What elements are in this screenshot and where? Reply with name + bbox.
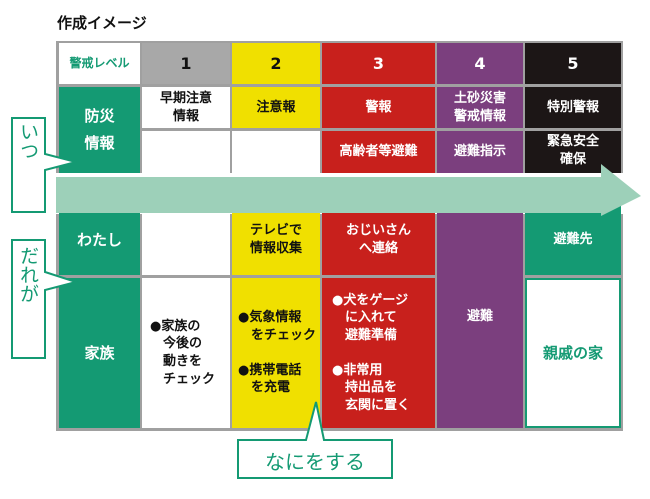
weather-check: ●気象情報 をチェック ●携帯電話 を充電 bbox=[232, 278, 320, 428]
kazoku-label: 家族 bbox=[59, 278, 140, 428]
warning: 警報 bbox=[322, 87, 435, 128]
nani-callout: なにをする bbox=[265, 449, 365, 474]
itsu-callout: いつ bbox=[17, 122, 39, 160]
dare-callout: だれが bbox=[17, 246, 39, 303]
level-5: 5 bbox=[525, 43, 621, 84]
empty-cell bbox=[142, 131, 230, 173]
nani-callout-shape bbox=[237, 401, 393, 479]
tv-info: テレビで 情報収集 bbox=[232, 205, 320, 275]
level-2: 2 bbox=[232, 43, 320, 84]
level-4: 4 bbox=[437, 43, 523, 84]
level-1: 1 bbox=[142, 43, 230, 84]
evacuation-order: 避難指示 bbox=[437, 131, 523, 173]
dare-callout-shape bbox=[11, 239, 80, 359]
timeline-arrow bbox=[56, 164, 641, 216]
contact-grandpa: おじいさん へ連絡 bbox=[322, 205, 435, 275]
elderly-evacuation: 高齢者等避難 bbox=[322, 131, 435, 173]
arrow-shape bbox=[56, 164, 641, 216]
dog-prep: ●犬をゲージ に入れて 避難準備 ●非常用 持出品を 玄関に置く bbox=[322, 278, 435, 428]
emergency-warning: 特別警報 bbox=[525, 87, 621, 128]
family-plan: ●家族の 今後の 動きを チェック bbox=[142, 278, 230, 428]
advisory: 注意報 bbox=[232, 87, 320, 128]
level-3: 3 bbox=[322, 43, 435, 84]
alert-level-label: 警戒レベル bbox=[59, 43, 140, 84]
early-warning: 早期注意 情報 bbox=[142, 87, 230, 128]
evacuation-site-label: 避難先 bbox=[525, 205, 621, 275]
emergency-safety: 緊急安全 確保 bbox=[525, 131, 621, 173]
empty-cell bbox=[232, 131, 320, 173]
relatives-house: 親戚の家 bbox=[525, 278, 621, 428]
itsu-callout-shape bbox=[11, 117, 77, 213]
landslide-warning: 土砂災害 警戒情報 bbox=[437, 87, 523, 128]
bousai-label: 防災 情報 bbox=[59, 87, 140, 173]
page-title: 作成イメージ bbox=[57, 14, 147, 32]
watashi-label: わたし bbox=[59, 205, 140, 275]
empty-cell bbox=[142, 205, 230, 275]
evacuate-cell: 避難 bbox=[437, 205, 523, 428]
